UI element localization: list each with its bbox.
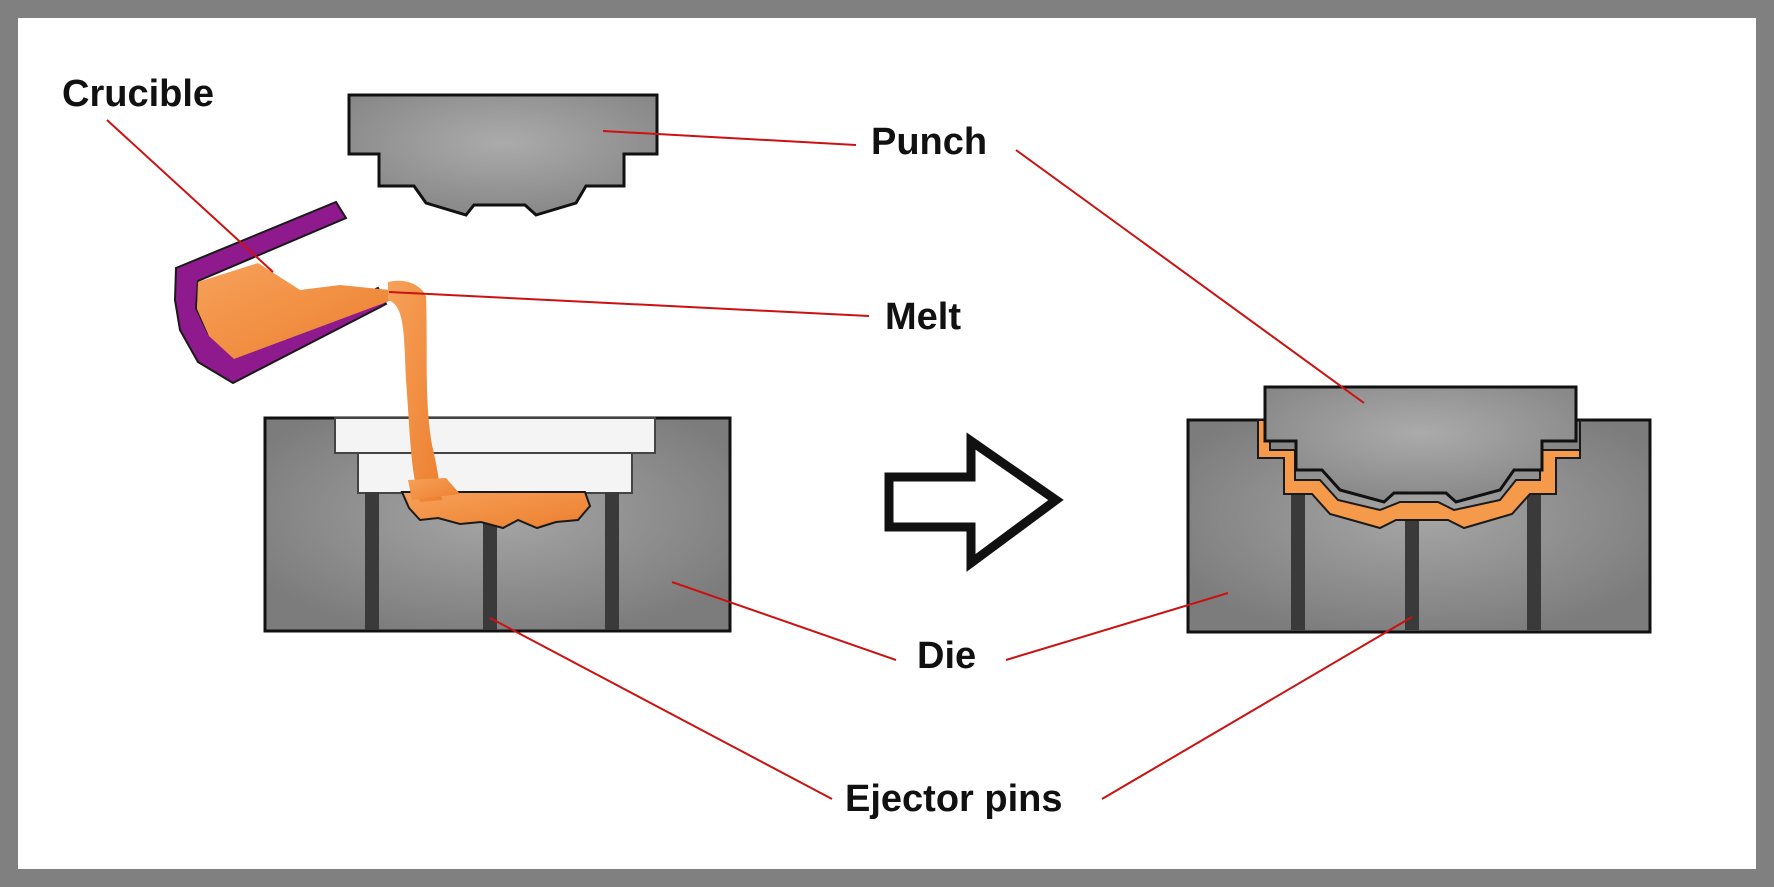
label-die: Die bbox=[917, 635, 976, 677]
ejector-pin-left-2 bbox=[483, 515, 497, 630]
leader-punch-right bbox=[1015, 149, 1365, 404]
ejector-pin-left-1 bbox=[365, 492, 379, 630]
leader-die-left bbox=[671, 581, 897, 661]
melt-puddle bbox=[400, 491, 592, 530]
ejector-pin-right-2 bbox=[1405, 515, 1419, 630]
leader-ejector-right bbox=[1101, 616, 1413, 800]
ejector-pin-right-1 bbox=[1291, 490, 1305, 630]
punch-left bbox=[347, 93, 659, 217]
label-crucible: Crucible bbox=[62, 73, 214, 115]
diagram-canvas: Crucible Punch Melt Die Ejector pins bbox=[18, 18, 1756, 869]
leader-die-right bbox=[1005, 592, 1229, 661]
die-cavity-upper bbox=[334, 417, 656, 454]
leader-punch-left bbox=[602, 130, 857, 146]
die-cavity-lower bbox=[357, 452, 633, 494]
leader-ejector-left bbox=[489, 617, 833, 800]
cast-part bbox=[1257, 419, 1581, 530]
label-ejector-pins: Ejector pins bbox=[845, 778, 1063, 820]
melt-stream bbox=[388, 280, 442, 502]
punch-right bbox=[1263, 385, 1578, 504]
right-arrow-icon bbox=[884, 432, 1064, 572]
ejector-pin-right-3 bbox=[1527, 490, 1541, 630]
label-punch: Punch bbox=[871, 121, 987, 163]
squeeze-casting-diagram: Crucible Punch Melt Die Ejector pins bbox=[62, 73, 1652, 820]
label-melt: Melt bbox=[885, 296, 961, 338]
melt-stream-base bbox=[408, 478, 460, 500]
melt-in-crucible bbox=[197, 263, 392, 359]
leader-melt bbox=[388, 291, 870, 317]
ejector-pin-left-3 bbox=[605, 492, 619, 630]
leader-crucible bbox=[106, 119, 274, 273]
